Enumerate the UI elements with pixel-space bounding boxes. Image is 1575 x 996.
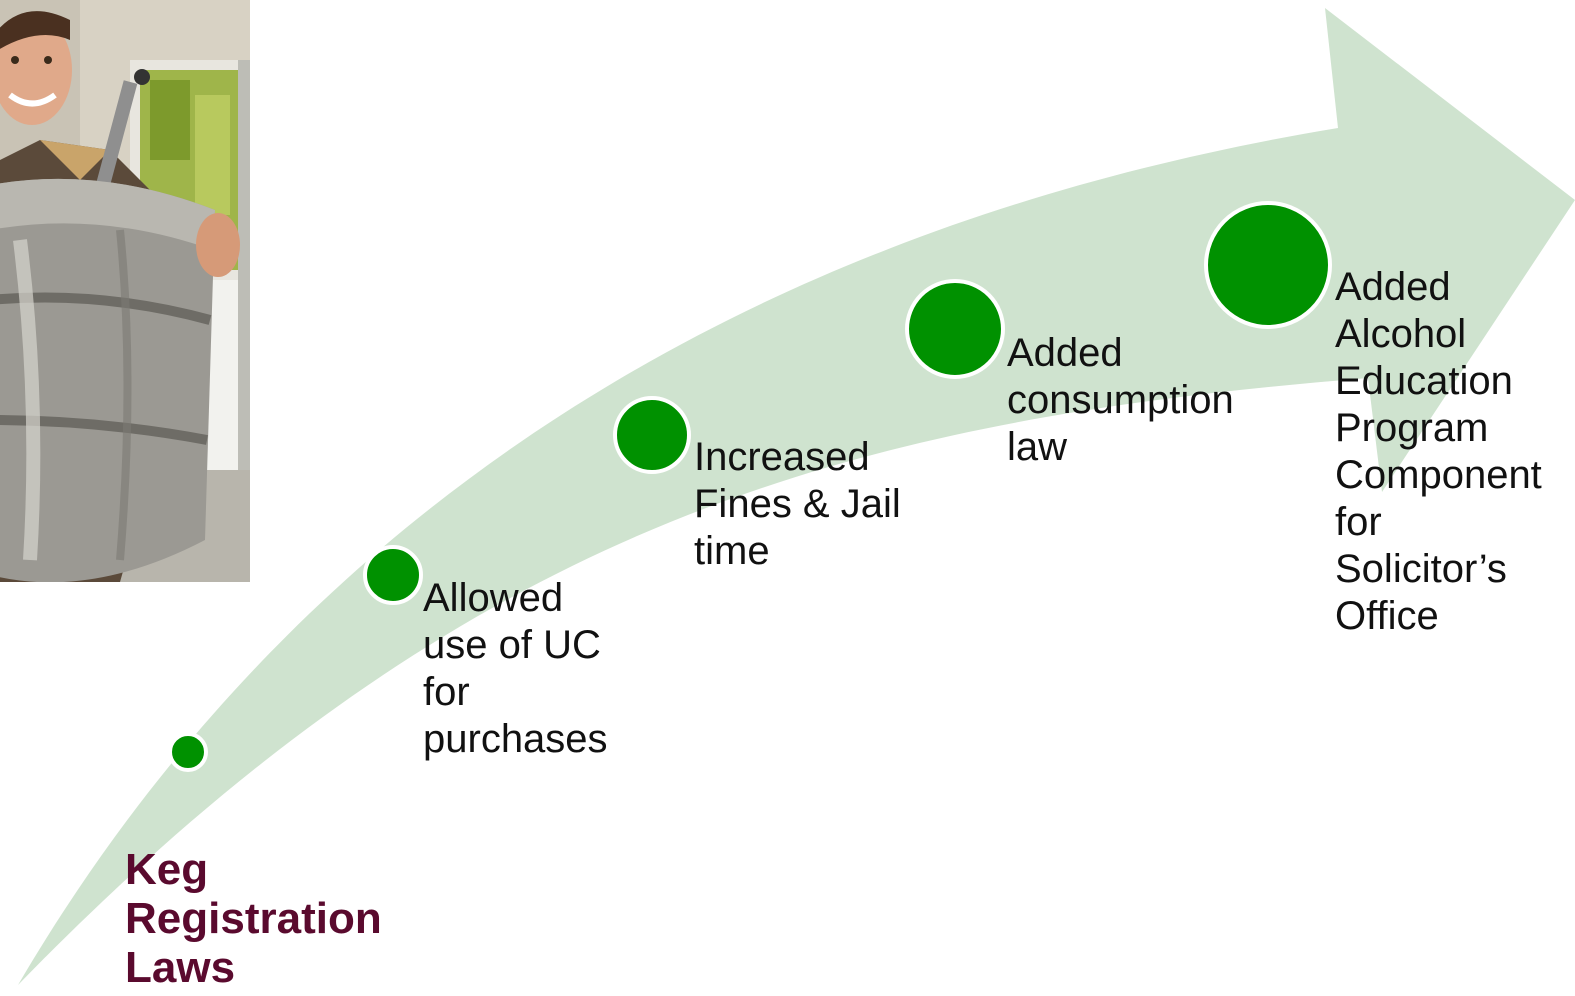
milestone-dot-2 (613, 396, 691, 474)
milestone-label-2: Added consumption law (1007, 331, 1234, 469)
milestone-dot-3 (905, 279, 1005, 379)
keg-photo (0, 0, 250, 582)
milestone-label-3: Added Alcohol Education Program Componen… (1335, 265, 1542, 638)
diagram-title: Keg Registration Laws (125, 845, 382, 992)
milestone-dot-1 (363, 545, 423, 605)
milestone-label-1: Increased Fines & Jail time (694, 435, 901, 573)
milestone-label-0: Allowed use of UC for purchases (423, 576, 608, 761)
person-holding-keg-photo (0, 0, 250, 582)
curved-arrow-shape (18, 8, 1575, 985)
milestone-dot-4 (1204, 201, 1332, 329)
milestone-dot-0 (168, 732, 208, 772)
